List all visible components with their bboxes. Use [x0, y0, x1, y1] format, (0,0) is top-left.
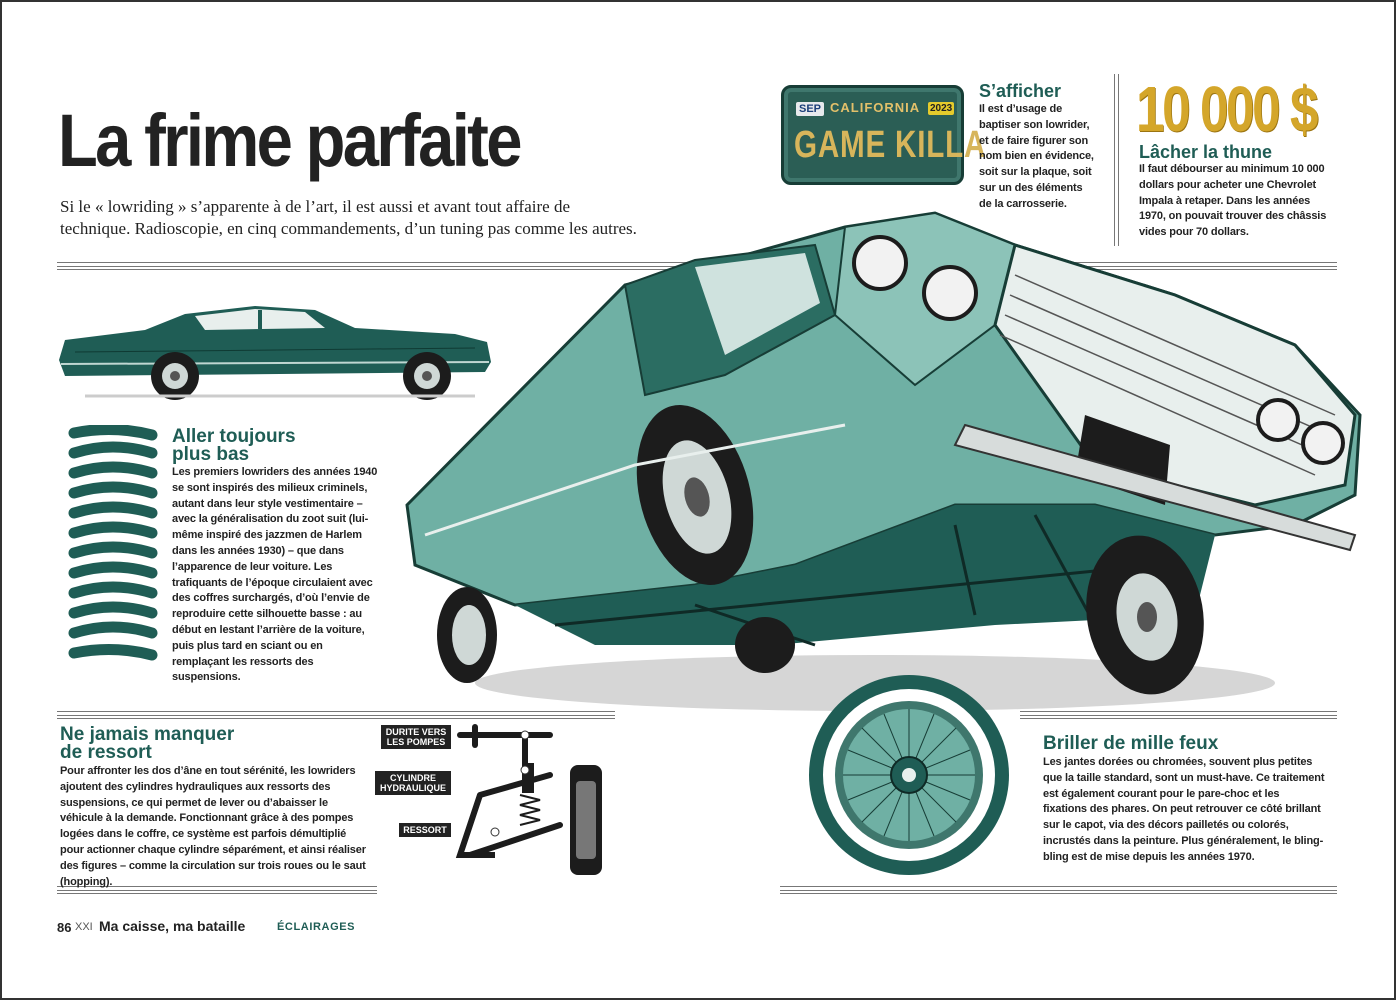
plate-year: 2023: [928, 102, 955, 115]
thune-heading: Lâcher la thune: [1139, 142, 1273, 162]
ressort-body: Pour affronter les dos d’âne en tout sér…: [60, 765, 366, 888]
lowrider-car-illustration: [405, 211, 1362, 711]
footer-magazine: XXI: [75, 921, 93, 933]
bottom-right-rule: [780, 886, 1337, 894]
label-cylindre: CYLINDRE HYDRAULIQUE: [375, 771, 451, 795]
coil-spring-icon: [68, 425, 158, 661]
label-ressort: RESSORT: [399, 823, 451, 837]
afficher-heading: S’afficher: [979, 81, 1062, 101]
plate-number: GAME KILLA: [794, 124, 987, 166]
plate-month: SEP: [796, 102, 825, 116]
mid-left-rule: [57, 711, 615, 719]
bas-heading-line2: plus bas: [172, 444, 250, 465]
ressort-heading-line2: de ressort: [60, 742, 152, 763]
mid-right-rule: [1020, 711, 1337, 719]
footer-title: Ma caisse, ma bataille: [99, 918, 246, 934]
wire-wheel-illustration: [809, 675, 1009, 875]
bas-heading-line1: Aller toujours: [172, 426, 296, 447]
bottom-left-rule: [57, 886, 377, 894]
feux-body: Les jantes dorées ou chromées, souvent p…: [1043, 756, 1325, 863]
footer-section: ÉCLAIRAGES: [277, 921, 356, 933]
afficher-body: Il est d’usage de baptiser son lowrider,…: [979, 103, 1094, 210]
plate-state: CALIFORNIA: [830, 100, 921, 115]
thune-body: Il faut débourser au minimum 10 000 doll…: [1139, 163, 1327, 239]
bas-body: Les premiers lowriders des années 1940 s…: [172, 466, 378, 684]
license-plate: SEP CALIFORNIA 2023 GAME KILLA: [781, 85, 985, 185]
price-figure: 10 000 $: [1136, 73, 1319, 145]
ressort-heading-line1: Ne jamais manquer: [60, 724, 235, 745]
feux-heading: Briller de mille feux: [1043, 733, 1219, 754]
footer-page-number: 86: [57, 920, 72, 935]
side-car-illustration: [59, 306, 491, 400]
suspension-diagram: [455, 724, 602, 875]
vertical-divider: [1114, 74, 1119, 246]
label-durite: DURITE VERS LES POMPES: [381, 725, 451, 749]
page-title: La frime parfaite: [58, 99, 522, 182]
intro-text: Si le « lowriding » s’apparente à de l’a…: [60, 197, 637, 238]
